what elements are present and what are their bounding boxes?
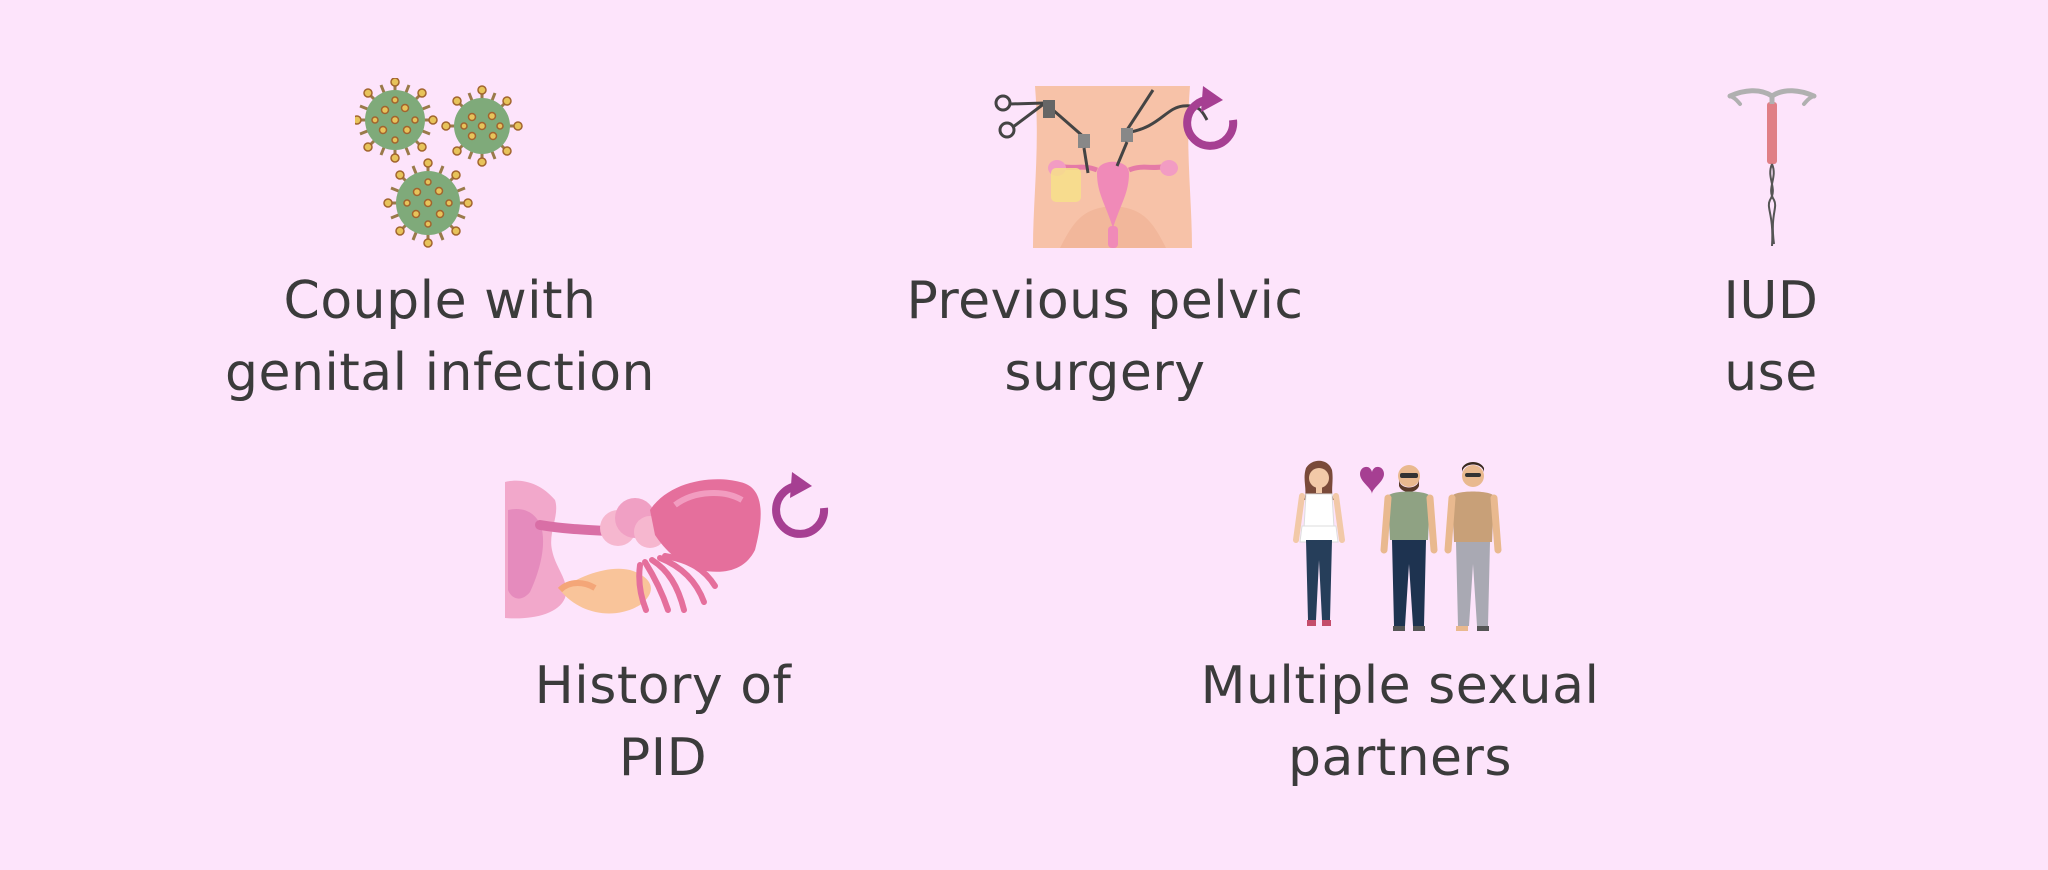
factor-label-line1: Multiple sexual	[1200, 656, 1600, 716]
recurrence-arrow-icon	[772, 472, 829, 538]
factor-label-line1: IUD	[1723, 271, 1819, 331]
factor-label-line1: Previous pelvic	[906, 271, 1304, 331]
factor-label: Multiple sexual partners	[1201, 650, 1600, 794]
recurrence-arrow-icon	[1183, 86, 1238, 150]
factor-label: Couple with genital infection	[225, 265, 655, 409]
pelvic-surgery-icon	[994, 86, 1238, 248]
factor-label: Previous pelvic surgery	[906, 265, 1303, 409]
man-figure-1	[1380, 465, 1438, 631]
woman-figure	[1293, 460, 1345, 626]
factor-label-line2: use	[1724, 343, 1818, 403]
factor-label-line1: Couple with	[283, 271, 597, 331]
heart-icon	[1360, 466, 1384, 494]
factor-label: History of PID	[535, 650, 792, 794]
factor-label-line1: History of	[534, 656, 792, 716]
iud-icon	[1727, 88, 1817, 247]
factor-label-line2: partners	[1287, 728, 1513, 788]
factor-label-line2: PID	[618, 728, 708, 788]
uterus-ovary-icon	[505, 472, 829, 619]
factor-label: IUD use	[1724, 265, 1819, 409]
virus-icon	[355, 78, 523, 248]
man-figure-2	[1444, 462, 1502, 631]
people-icon	[1293, 460, 1502, 631]
factor-label-line2: genital infection	[224, 343, 656, 403]
factor-label-line2: surgery	[1004, 343, 1206, 403]
